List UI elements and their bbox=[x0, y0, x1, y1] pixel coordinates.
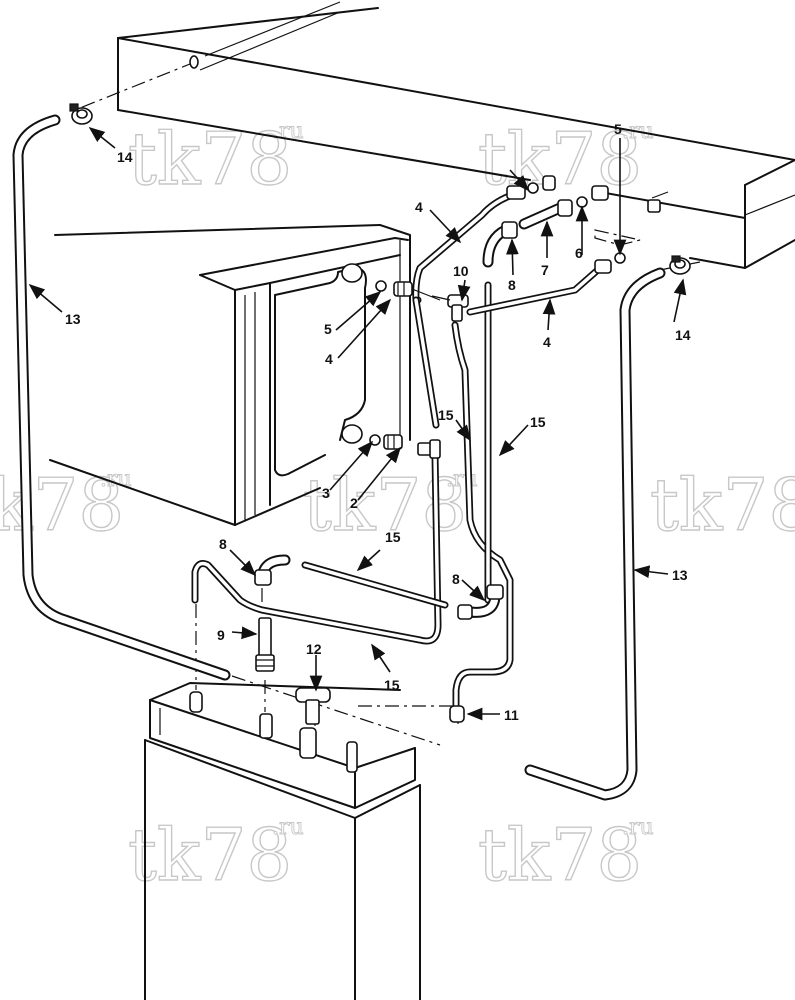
callout-8-upper: 8 bbox=[508, 277, 516, 293]
tube-15-diagonal bbox=[301, 561, 449, 609]
leader-lines bbox=[28, 127, 687, 721]
callout-4-upper: 4 bbox=[415, 199, 423, 215]
tube-15-left-loop bbox=[191, 451, 442, 645]
elbow-8-upper bbox=[482, 221, 518, 268]
cap-11 bbox=[449, 705, 465, 723]
callout-13-right: 13 bbox=[672, 567, 688, 583]
pedestal-nipples bbox=[189, 691, 358, 773]
callout-4-right: 4 bbox=[543, 334, 551, 350]
callout-13-left: 13 bbox=[65, 311, 81, 327]
heater-box bbox=[49, 224, 411, 526]
callout-4-box: 4 bbox=[325, 351, 333, 367]
clamp-14-left bbox=[69, 103, 93, 125]
callout-15-center: 15 bbox=[438, 407, 454, 423]
callout-15-diagonal: 15 bbox=[385, 529, 401, 545]
callout-3: 3 bbox=[322, 485, 330, 501]
hose-13-right bbox=[524, 267, 666, 801]
tube-4-upper bbox=[412, 189, 522, 429]
callout-8-lower-left: 8 bbox=[219, 536, 227, 552]
tube-4-right bbox=[466, 264, 604, 316]
callout-10: 10 bbox=[453, 263, 469, 279]
callout-5-box: 5 bbox=[324, 321, 332, 337]
callout-labels: 14 14 13 13 4 4 4 5 5 6 7 8 10 15 15 3 2… bbox=[65, 121, 691, 723]
hose-13-left bbox=[12, 114, 231, 681]
upper-frame-beam bbox=[69, 1, 795, 269]
watermark-6-suffix: .ru bbox=[272, 815, 304, 840]
watermark-7: tk78 bbox=[478, 813, 642, 897]
callout-11: 11 bbox=[504, 707, 519, 723]
watermark-5: tk78 bbox=[650, 463, 795, 547]
callout-7: 7 bbox=[541, 262, 549, 278]
callout-9: 9 bbox=[217, 627, 225, 643]
callout-14-right: 14 bbox=[675, 327, 691, 343]
elbow-8-lower-right bbox=[457, 584, 504, 620]
callout-2: 2 bbox=[350, 495, 358, 511]
callout-15-lower: 15 bbox=[384, 677, 400, 693]
watermark-2: tk78 bbox=[478, 117, 642, 201]
elbow-8-lower-left bbox=[254, 554, 291, 586]
watermark-4-suffix: .ru bbox=[446, 467, 478, 492]
callout-8-lower-right: 8 bbox=[452, 571, 460, 587]
callout-5-top: 5 bbox=[614, 121, 622, 137]
tee-fitting-lower bbox=[417, 439, 441, 459]
tee-12 bbox=[295, 687, 331, 725]
watermark-6: tk78 bbox=[128, 813, 292, 897]
callout-15-right: 15 bbox=[530, 414, 546, 430]
callout-6: 6 bbox=[575, 245, 583, 261]
watermark-1: tk78 bbox=[128, 117, 292, 201]
clamp-14-right bbox=[669, 255, 691, 275]
callout-12: 12 bbox=[306, 641, 322, 657]
watermark-2-suffix: .ru bbox=[622, 119, 654, 144]
watermark-7-suffix: .ru bbox=[622, 815, 654, 840]
fitting-lower-left bbox=[369, 434, 403, 450]
fitting-upper-left bbox=[375, 280, 441, 301]
tube-15-center bbox=[451, 321, 514, 709]
fitting-9 bbox=[255, 617, 275, 672]
fitting-7 bbox=[518, 199, 573, 230]
callout-14-left: 14 bbox=[117, 149, 133, 165]
